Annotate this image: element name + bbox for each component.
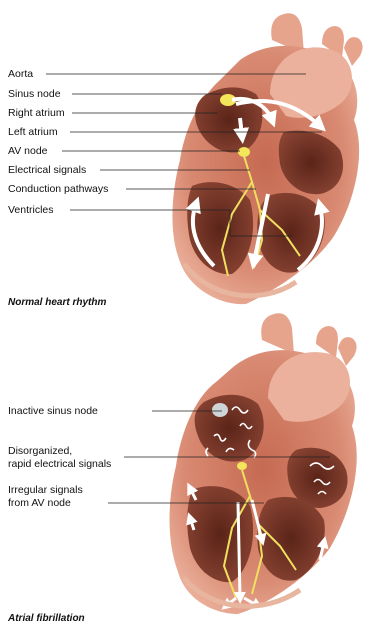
av-node-marker — [238, 147, 250, 157]
irregular-arrow-2 — [238, 502, 240, 598]
label-aorta: Aorta — [8, 68, 33, 80]
label-irregular-2: from AV node — [8, 497, 71, 509]
normal-heart — [172, 13, 362, 304]
left-ventricle-chamber-2 — [257, 497, 324, 581]
label-sinus-node: Sinus node — [8, 88, 61, 100]
label-ventricles: Ventricles — [8, 204, 54, 216]
label-irregular-1: Irregular signals — [8, 484, 83, 496]
label-av-node: AV node — [8, 145, 48, 157]
label-disorganized-1: Disorganized, — [8, 445, 72, 457]
label-electrical-signals: Electrical signals — [8, 164, 86, 176]
label-disorganized-2: rapid electrical signals — [8, 458, 111, 470]
label-left-atrium: Left atrium — [8, 126, 58, 138]
pulmonary-vessel-2 — [261, 313, 294, 354]
inactive-sinus-node-marker — [212, 403, 228, 417]
label-conduction-pathways: Conduction pathways — [8, 183, 108, 195]
caption-atrial-fibrillation: Atrial fibrillation — [8, 613, 85, 624]
signal-arrow-3 — [240, 118, 242, 136]
afib-heart — [170, 313, 357, 614]
label-inactive-sinus-node: Inactive sinus node — [8, 405, 98, 417]
av-node-marker-2 — [237, 462, 247, 470]
caption-normal-rhythm: Normal heart rhythm — [8, 297, 106, 308]
label-right-atrium: Right atrium — [8, 107, 65, 119]
